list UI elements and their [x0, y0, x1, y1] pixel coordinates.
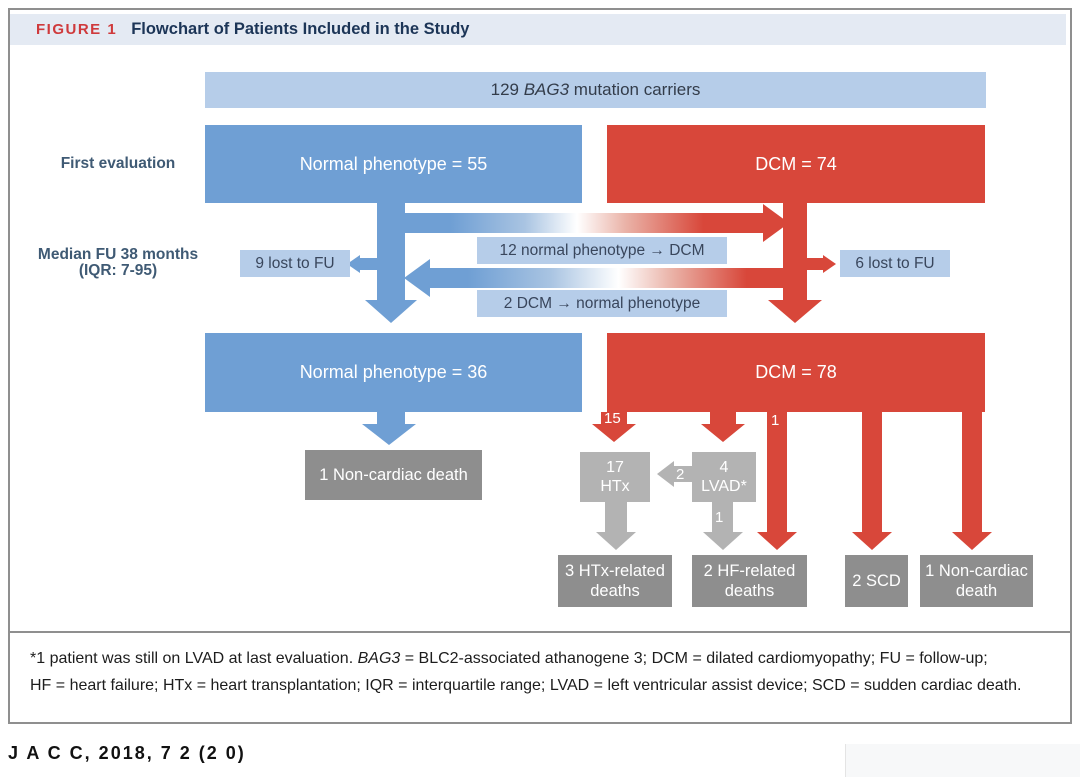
lost-left-arrow-shaft — [360, 258, 377, 270]
htx-down-arrowhead — [596, 532, 636, 550]
citation: J A C C, 2018, 7 2 (2 0) — [8, 743, 246, 763]
box-2-scd: 2 SCD — [845, 555, 908, 607]
dcm-to-lvad-arrowhead — [701, 424, 745, 442]
crossover-arrow-dcm-to-normal-arrowhead — [404, 259, 430, 297]
box-17-htx: 17 HTx — [580, 452, 650, 502]
count-1-label: 1 — [771, 412, 780, 429]
box-1-noncardiac-death-left: 1 Non-cardiac death — [305, 450, 482, 500]
lvad-to-htx-arrow-shaft — [674, 466, 692, 482]
dcm-to-hf-deaths-arrowhead — [757, 532, 797, 550]
lvad-count: 4 — [719, 459, 729, 476]
hf-deaths-line1: 2 HF-related — [703, 562, 796, 580]
label-median-fu-line1: Median FU 38 months — [37, 246, 199, 263]
count-15-label: 15 — [604, 410, 621, 427]
count-2-label: 2 — [676, 466, 685, 483]
lost-right-arrowhead — [823, 255, 836, 273]
lvad-down-arrow-shaft — [712, 502, 733, 532]
label-median-fu: Median FU 38 months (IQR: 7-95) — [28, 247, 208, 279]
box-normal-phenotype-55: Normal phenotype = 55 — [205, 125, 582, 203]
lvad-down-arrowhead — [703, 532, 743, 550]
htx-deaths-line2: deaths — [590, 582, 640, 600]
label-median-fu-line2: (IQR: 7-95) — [78, 262, 158, 279]
lost-left-arrowhead — [347, 255, 360, 273]
htx-count: 17 — [606, 459, 624, 476]
blue-outcome-arrowhead — [362, 424, 416, 445]
noncardiac-right-line1: 1 Non-cardiac — [925, 562, 1028, 580]
figure-title: Flowchart of Patients Included in the St… — [131, 20, 470, 38]
box-dcm-74: DCM = 74 — [607, 125, 985, 203]
dcm-to-noncardiac-arrow-shaft — [962, 412, 982, 532]
hf-deaths-line2: deaths — [724, 582, 775, 600]
figure-header: FIGURE 1 Flowchart of Patients Included … — [10, 14, 1066, 45]
box-3-htx-related-deaths: 3 HTx-related deaths — [558, 555, 672, 607]
count-1-lvad-label: 1 — [715, 509, 724, 526]
box-dcm-78: DCM = 78 — [607, 333, 985, 412]
bottom-right-panel — [845, 744, 1080, 777]
dcm-to-hf-deaths-arrow-shaft — [767, 412, 787, 532]
box-normal-phenotype-36: Normal phenotype = 36 — [205, 333, 582, 412]
dcm-to-lvad-arrow-shaft — [710, 412, 736, 424]
footnote: *1 patient was still on LVAD at last eva… — [30, 645, 1060, 699]
red-down-arrowhead — [768, 300, 822, 323]
box-6-lost-to-fu: 6 lost to FU — [840, 250, 950, 277]
dcm-to-noncardiac-arrowhead — [952, 532, 992, 550]
footnote-separator — [8, 631, 1072, 633]
label-2-dcm-to-normal: 2 DCM → normal phenotype — [477, 290, 727, 317]
box-2-hf-related-deaths: 2 HF-related deaths — [692, 555, 807, 607]
label-12-normal-to-dcm: 12 normal phenotype → DCM — [477, 237, 727, 264]
htx-deaths-line1: 3 HTx-related — [565, 562, 665, 580]
noncardiac-right-line2: death — [955, 582, 998, 600]
blue-down-arrowhead — [365, 300, 417, 323]
figure-tag: FIGURE 1 — [36, 21, 118, 38]
blue-outcome-arrow-shaft — [377, 412, 405, 424]
box-9-lost-to-fu: 9 lost to FU — [240, 250, 350, 277]
root-box-label: 129 BAG3 mutation carriers — [490, 80, 701, 99]
htx-label: HTx — [600, 478, 630, 495]
box-4-lvad: 4 LVAD* — [692, 452, 756, 502]
label-first-evaluation: First evaluation — [60, 155, 176, 172]
lvad-to-htx-arrowhead — [657, 461, 674, 487]
dcm-to-scd-arrow-shaft — [862, 412, 882, 532]
dcm-to-htx-arrowhead — [592, 424, 636, 442]
box-1-noncardiac-death-right: 1 Non-cardiac death — [920, 555, 1033, 607]
crossover-arrow-normal-to-dcm-arrowhead — [763, 204, 789, 242]
dcm-to-htx-arrow-shaft — [601, 412, 627, 424]
root-box-129-carriers: 129 BAG3 mutation carriers — [205, 72, 986, 108]
crossover-arrow-dcm-to-normal — [430, 268, 807, 288]
footnote-line2: HF = heart failure; HTx = heart transpla… — [30, 677, 1022, 694]
dcm-to-scd-arrowhead — [852, 532, 892, 550]
lost-right-arrow-shaft — [807, 258, 823, 270]
htx-down-arrow-shaft — [605, 502, 627, 532]
lvad-label: LVAD* — [701, 478, 747, 495]
crossover-arrow-normal-to-dcm — [391, 213, 763, 233]
footnote-line1: *1 patient was still on LVAD at last eva… — [30, 650, 988, 667]
